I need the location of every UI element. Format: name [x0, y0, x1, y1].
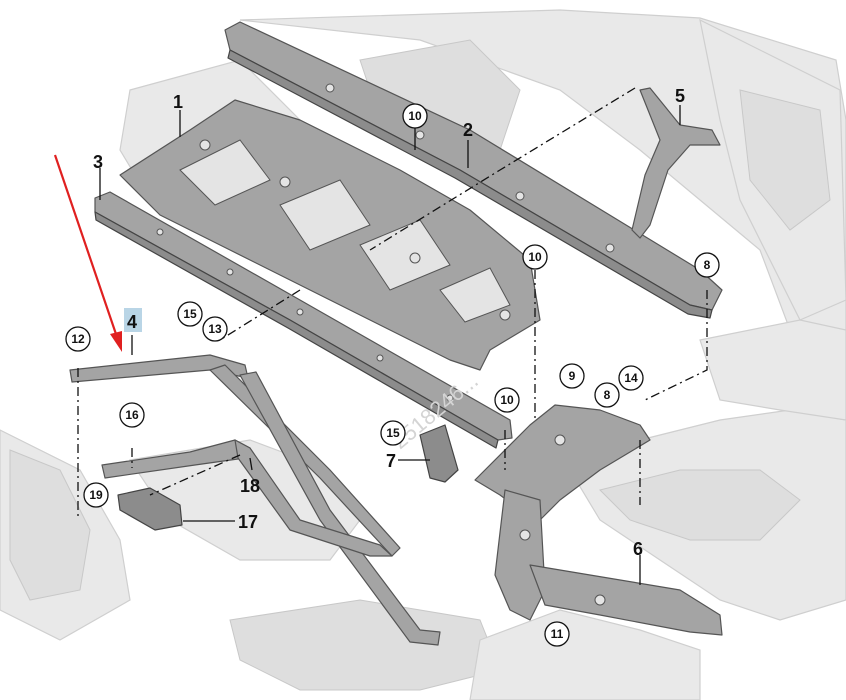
- callout-15b: 15: [380, 420, 406, 446]
- svg-text:12: 12: [71, 332, 85, 346]
- label-4: 4: [127, 312, 137, 332]
- svg-text:19: 19: [89, 488, 103, 502]
- svg-text:15: 15: [386, 426, 400, 440]
- lower-cover-panel: [119, 99, 541, 371]
- label-3: 3: [93, 152, 103, 172]
- label-1: 1: [173, 92, 183, 112]
- svg-text:8: 8: [604, 388, 611, 402]
- label-5: 5: [675, 86, 685, 106]
- label-7: 7: [386, 451, 396, 471]
- callout-15a: 15: [177, 301, 203, 327]
- guide-lines: [77, 87, 708, 520]
- part-labels: 1 2 3 4 5 6 7 17 18: [93, 86, 685, 559]
- svg-text:10: 10: [408, 109, 422, 123]
- callout-9: 9: [559, 363, 585, 389]
- svg-text:13: 13: [208, 322, 222, 336]
- callout-16: 16: [119, 402, 145, 428]
- label-4-highlight: [124, 308, 142, 332]
- svg-text:9: 9: [569, 369, 576, 383]
- svg-text:11: 11: [551, 627, 564, 641]
- svg-text:16: 16: [125, 408, 139, 422]
- label-18: 18: [240, 476, 260, 496]
- callout-10c: 10: [494, 387, 520, 413]
- callout-13: 13: [202, 316, 228, 342]
- strut-brace: [69, 354, 441, 646]
- callout-10a: 10: [402, 103, 428, 129]
- label-6: 6: [633, 539, 643, 559]
- label-17: 17: [238, 512, 258, 532]
- clip-7: [419, 424, 459, 483]
- callout-11: 11: [544, 621, 570, 647]
- side-mount-bracket: [474, 404, 723, 636]
- callout-8b: 8: [594, 382, 620, 408]
- label-2: 2: [463, 120, 473, 140]
- callout-14: 14: [618, 365, 644, 391]
- svg-text:10: 10: [528, 250, 542, 264]
- small-bracket-17: [117, 487, 183, 531]
- svg-text:14: 14: [624, 371, 638, 385]
- callout-12: 12: [65, 326, 91, 352]
- red-arrow-indicator: [53, 154, 122, 352]
- lower-bracket: [101, 439, 393, 557]
- svg-text:15: 15: [183, 307, 197, 321]
- callout-19: 19: [83, 482, 109, 508]
- callout-10b: 10: [522, 244, 548, 270]
- upper-support-rail: [224, 21, 723, 319]
- leader-lines: [99, 105, 681, 585]
- svg-text:10: 10: [500, 393, 514, 407]
- svg-text:8: 8: [704, 258, 711, 272]
- callout-8a: 8: [694, 252, 720, 278]
- front-cross-beam: [94, 191, 513, 449]
